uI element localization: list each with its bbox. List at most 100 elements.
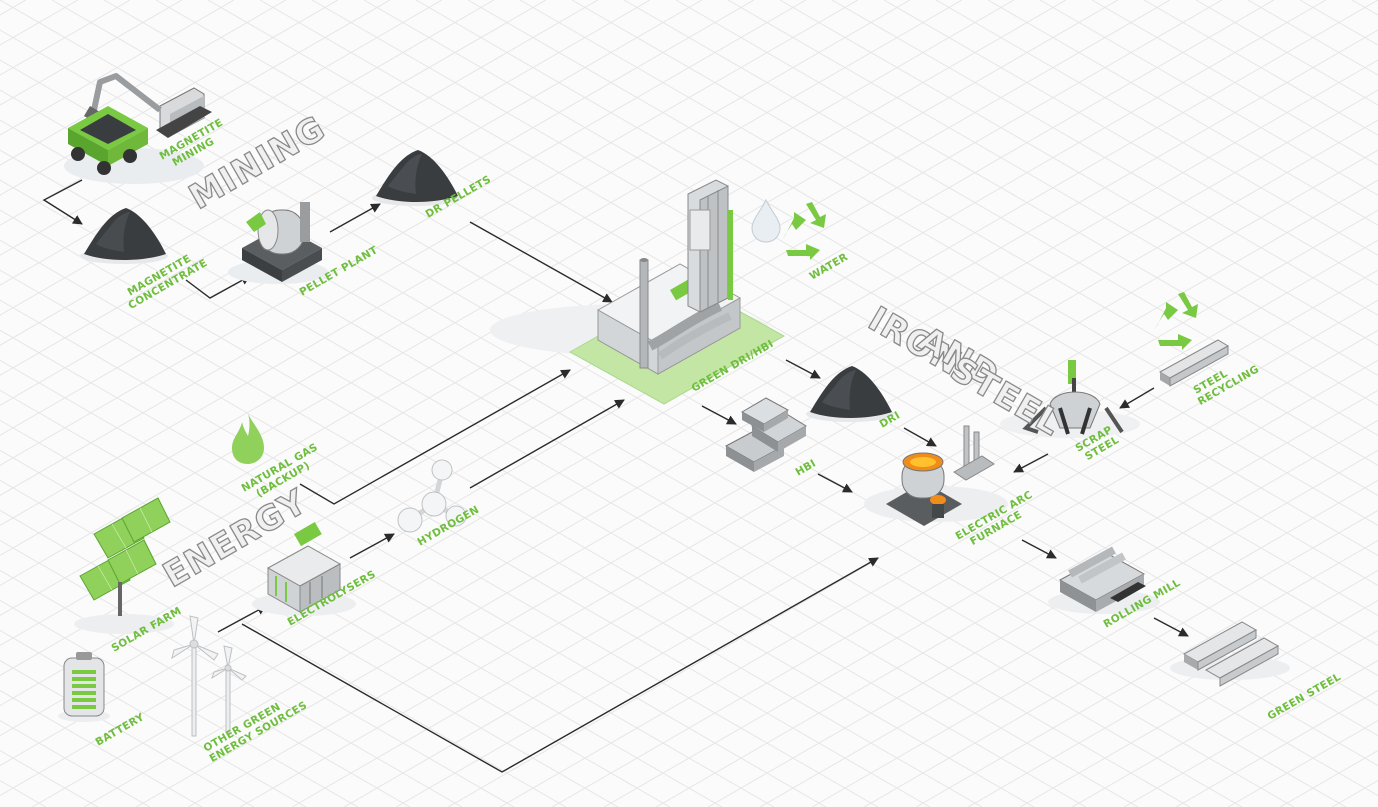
battery-icon	[58, 652, 110, 722]
grid-line	[0, 0, 391, 226]
grid-line	[0, 0, 1275, 737]
pellet-plant-icon	[228, 202, 328, 284]
grid-line	[987, 0, 1378, 226]
grid-line	[0, 269, 931, 807]
grid-line	[0, 209, 1035, 807]
dri-plant-icon	[490, 179, 786, 405]
grid-line	[0, 659, 255, 807]
grid-line	[571, 0, 1378, 466]
connector-energy-to-furnace	[241, 557, 879, 773]
grid-line	[0, 29, 1347, 807]
steel-beam-icon-green-steel	[1170, 621, 1290, 687]
grid-line	[1143, 0, 1378, 136]
grid-line	[83, 59, 1378, 807]
grid-line	[0, 0, 755, 436]
connector-dri-plant-to-dri	[785, 359, 821, 379]
section-title-steel: STEEL	[944, 349, 1069, 444]
grid-line	[207, 0, 1378, 677]
grid-line	[831, 0, 1378, 316]
grid-line	[0, 389, 723, 807]
grid-line	[0, 0, 1067, 617]
ore-pile-icon-dr-pellets	[372, 150, 460, 206]
grid-line	[0, 0, 547, 316]
connector-energy-to-electrolysers	[217, 605, 267, 633]
grid-line	[291, 179, 1378, 807]
grid-line	[0, 0, 1327, 767]
grid-line	[779, 0, 1378, 346]
connector-hbi-to-furnace	[817, 473, 853, 493]
grid-line	[0, 299, 879, 807]
grid-line	[0, 479, 567, 807]
ore-pile-icon-dri	[806, 366, 894, 422]
grid-line	[551, 329, 1378, 807]
connector-scrap-to-furnace	[1013, 453, 1049, 473]
grid-line	[31, 29, 1378, 807]
connector-pellet-plant-to-dr-pellets	[329, 203, 381, 233]
grid-line	[1039, 0, 1378, 196]
grid-line	[0, 599, 359, 807]
grid-line	[0, 419, 671, 807]
rolling-mill-icon	[1048, 546, 1160, 614]
label-green-steel: GREEN STEEL	[1266, 671, 1344, 723]
grid-line	[343, 209, 1378, 807]
grid-line	[0, 359, 775, 807]
grid-line	[0, 0, 911, 526]
grid-line	[0, 0, 1171, 677]
connector-concentrate-to-pellet-plant	[185, 275, 251, 299]
solar-panel-icon	[74, 497, 174, 634]
grid-line	[0, 0, 1223, 707]
connector-dri-plant-to-hbi	[701, 405, 737, 425]
grid-line	[915, 539, 1378, 807]
grid-line	[1071, 629, 1378, 807]
grid-line	[863, 509, 1378, 807]
grid-line	[675, 0, 1378, 406]
grid-line	[707, 419, 1378, 807]
connector-dr-pellets-to-dri-plant	[469, 221, 613, 303]
scrap-grabber-icon	[1000, 360, 1140, 438]
grid-line	[0, 0, 859, 496]
wind-turbine-icon	[171, 615, 247, 737]
grid-line	[0, 0, 443, 256]
grid-line	[0, 119, 1191, 807]
grid-line	[519, 0, 1378, 496]
grid-line	[0, 569, 411, 807]
grid-line	[499, 299, 1378, 807]
grid-line	[0, 0, 287, 166]
grid-line	[0, 329, 827, 807]
grid-line	[1123, 659, 1378, 807]
grid-line	[259, 0, 1378, 647]
grid-line	[811, 479, 1378, 807]
grid-line	[0, 0, 1119, 647]
grid-line	[1195, 0, 1378, 106]
grid-line	[0, 0, 963, 556]
grid-line	[0, 0, 1015, 587]
hbi-bricks-icon	[724, 397, 807, 472]
grid-line	[0, 239, 983, 807]
grid-line	[935, 0, 1378, 256]
grid-line	[447, 269, 1378, 807]
grid-line	[0, 0, 703, 406]
electrolyser-icon	[252, 522, 356, 616]
hydrogen-molecule-icon	[397, 459, 467, 533]
grid-line	[0, 0, 807, 466]
excavator-truck-icon	[64, 73, 212, 184]
grid-line	[623, 0, 1378, 436]
steel-beam-icon	[1158, 339, 1230, 387]
connector-furnace-to-rolling-mill	[1021, 539, 1057, 559]
recycle-icon-water	[782, 202, 826, 260]
connector-dri-to-furnace	[903, 427, 937, 447]
grid-line	[51, 0, 1378, 767]
flow-connectors	[42, 179, 1189, 773]
grid-line	[0, 0, 599, 346]
grid-line	[0, 629, 307, 807]
grid-line	[727, 0, 1378, 376]
connector-hydrogen-to-dri-plant	[469, 399, 625, 489]
grid-line	[759, 449, 1378, 807]
ore-pile-icon-concentrate	[80, 208, 168, 264]
grid-line	[311, 0, 1378, 617]
